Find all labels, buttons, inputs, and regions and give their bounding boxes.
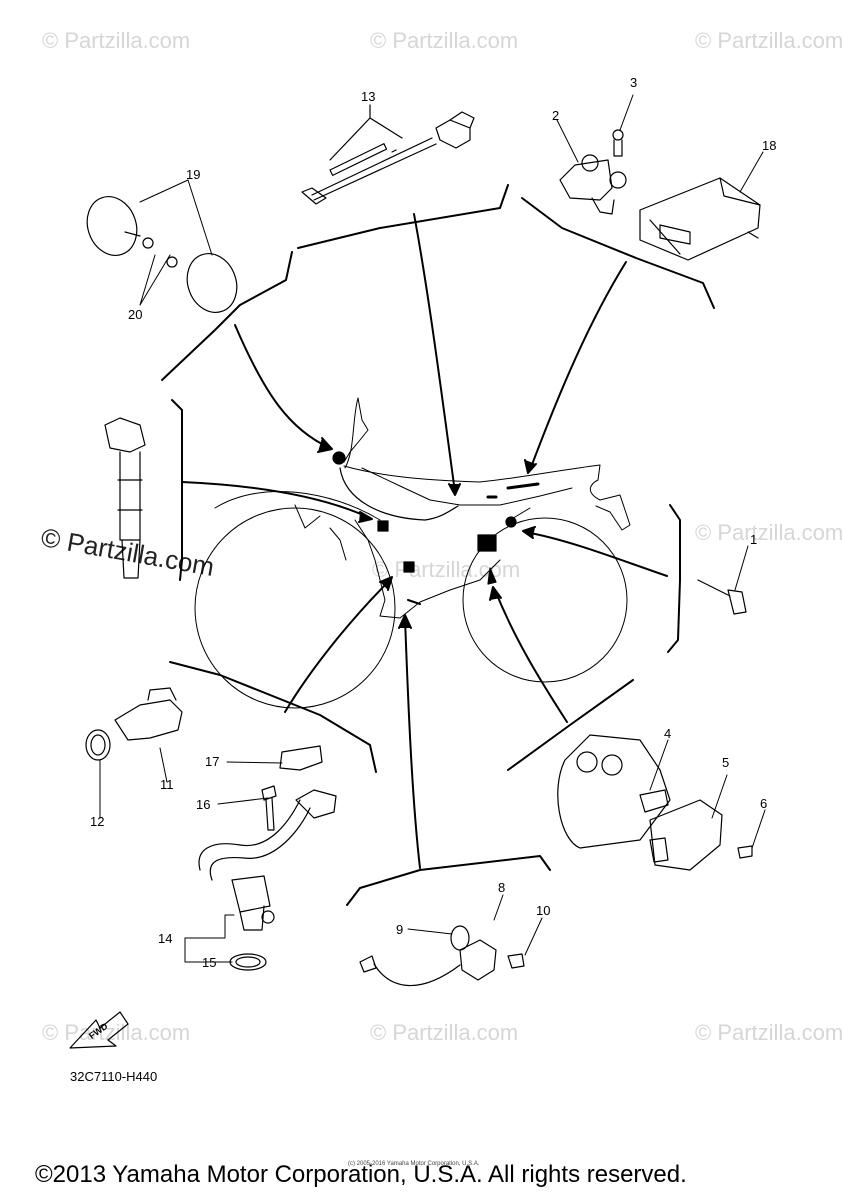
watermark-top-left: © Partzilla.com [42, 28, 191, 53]
sensor-cover-5 [649, 799, 723, 871]
small-credit: (c) 2005-2016 Yamaha Motor Corporation, … [348, 1161, 480, 1167]
wire-harness-13 [301, 104, 475, 205]
callout-6: 6 [760, 796, 768, 811]
callout-leaders [99, 94, 766, 963]
sensor-1 [697, 579, 747, 615]
callout-17: 17 [205, 754, 220, 769]
part-code: 32C7110-H440 [70, 1069, 158, 1084]
throttle-body-4 [557, 734, 671, 849]
bolt-16 [261, 785, 277, 831]
temp-sensor-11 [114, 687, 183, 741]
callout-14: 14 [158, 931, 173, 946]
callout-8: 8 [498, 880, 506, 895]
callout-19: 19 [186, 167, 201, 182]
bolt-10 [507, 953, 525, 969]
ecu-18 [639, 177, 761, 261]
callout-3: 3 [630, 75, 638, 90]
clamp-17 [279, 745, 323, 771]
watermark-bottom-center: © Partzilla.com [370, 1020, 519, 1045]
motorcycle-outline [194, 397, 631, 709]
callout-15: 15 [202, 955, 217, 970]
copyright-notice: ©2013 Yamaha Motor Corporation, U.S.A. A… [35, 1161, 687, 1188]
reflector-19 [86, 196, 238, 313]
screw-6 [737, 845, 753, 859]
sensor-2 [559, 154, 627, 215]
watermark-top-center: © Partzilla.com [370, 28, 519, 53]
watermark-top-right: © Partzilla.com [695, 28, 842, 53]
group-brackets [161, 184, 715, 906]
screw-3 [612, 129, 624, 157]
callout-12: 12 [90, 814, 105, 829]
callout-2: 2 [552, 108, 560, 123]
watermark-bottom-right: © Partzilla.com [695, 1020, 842, 1045]
callout-1: 1 [750, 532, 758, 547]
callout-4: 4 [664, 726, 672, 741]
crank-sensor-14 [198, 789, 337, 931]
speed-sensor-8 [359, 939, 497, 987]
watermark-bottom-left: © Partzilla.com [42, 1020, 191, 1045]
gasket-12 [85, 729, 111, 761]
watermark-mid-center: © Partzilla.com [372, 557, 521, 582]
callout-9: 9 [396, 922, 404, 937]
frame-parts [332, 451, 540, 605]
o-ring-15 [229, 953, 267, 971]
ignition-coil [104, 417, 146, 579]
callout-11: 11 [160, 777, 174, 792]
callout-20: 20 [128, 307, 143, 322]
callout-16: 16 [196, 797, 211, 812]
o-ring-9 [450, 925, 470, 951]
callout-18: 18 [762, 138, 777, 153]
watermark-mid-right: © Partzilla.com [695, 520, 842, 545]
callout-13: 13 [361, 89, 376, 104]
leader-arrows [181, 213, 668, 869]
callout-10: 10 [536, 903, 551, 918]
callout-5: 5 [722, 755, 730, 770]
fwd-arrow-icon [69, 1011, 129, 1049]
